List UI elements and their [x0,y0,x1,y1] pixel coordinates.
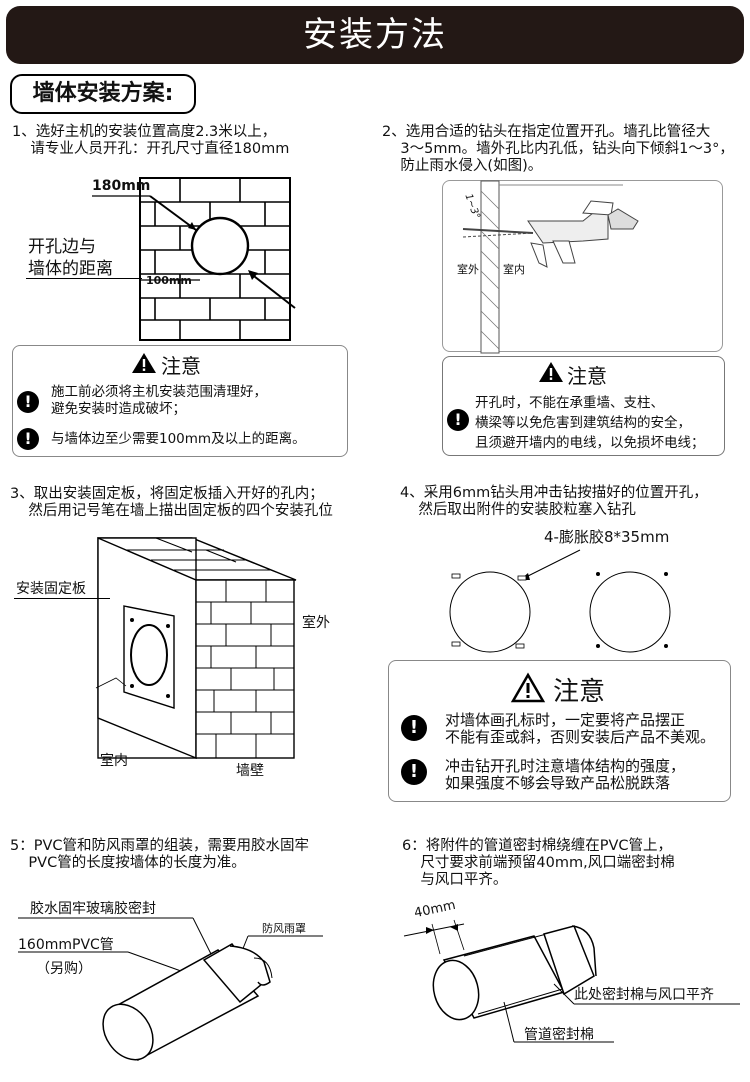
glue-label: 胶水固牢玻璃胶密封 [30,901,156,917]
pipe-label: 160mmPVC管 [18,937,114,953]
edge-distance-label: 开孔边与 墙体的距离 [28,237,113,279]
notice-title: 注意 [161,354,201,378]
page-title: 安装方法 [303,15,447,55]
inside-label: 室内 [503,263,525,276]
wall-block-illustration [95,536,297,760]
step6-text: 6：将附件的管道密封棉绕缠在PVC管上， 尺寸要求前端预留40mm,风口端密封棉… [402,838,675,888]
anchor-holes-illustration [449,549,671,653]
edge-distance-line [26,278,142,279]
exclamation-icon: ! [401,715,427,741]
notice-box-2: 注意 ! 开孔时，不能在承重墙、支柱、 横梁等以免危害到建筑结构的安全， 且须避… [442,356,725,456]
step1-text: 1、选好主机的安装位置高度2.3米以上， 请专业人员开孔：开孔尺寸直径180mm [12,124,290,157]
seal-label: 管道密封棉 [524,1027,594,1043]
inside-label: 室内 [100,753,128,769]
distance-label: 100mm [146,274,192,287]
anchor-label: 4-膨胀胶8*35mm [544,528,670,546]
drilling-illustration [462,180,639,354]
pvc-pipe-illustration [18,917,323,1062]
warning-triangle-icon [538,361,564,387]
notice-title: 注意 [553,677,606,707]
step1-wall-diagram [139,177,296,341]
outside-label: 室外 [302,615,330,631]
outside-label: 室外 [457,263,479,276]
exclamation-icon: ! [17,391,39,413]
step4-text: 4、采用6mm钻头用冲击钻按描好的位置开孔， 然后取出附件的安装胶粒塞入钻孔 [400,485,708,518]
seal-pipe-illustration [403,919,740,1043]
exclamation-icon: ! [447,409,469,431]
pipe-note: （另购） [36,961,92,977]
step3-text: 3、取出安装固定板，将固定板插入开好的孔内； 然后用记号笔在墙上描出固定板的四个… [10,486,333,519]
plate-pointer [14,598,110,599]
notice-item: 开孔时，不能在承重墙、支柱、 横梁等以免危害到建筑结构的安全， 且须避开墙内的电… [475,395,705,451]
warning-triangle-icon [131,352,157,378]
notice-box-3: 注意 ! 对墙体画孔标时，一定要将产品摆正 不能有歪或斜，否则安装后产品不美观。… [388,660,731,802]
cover-label: 防风雨罩 [262,922,306,935]
notice-title: 注意 [567,364,607,388]
header-bar: 安装方法 [6,6,744,64]
exclamation-icon: ! [401,759,427,785]
drilling-photo-frame: 1~3° 室外 室内 [442,180,723,354]
notice-box-1: 注意 ! 施工前必须将主机安装范围清理好， 避免安装时造成破坏； ! 与墙体边至… [12,345,348,457]
wall-label: 墙壁 [236,763,264,779]
flush-label: 此处密封棉与风口平齐 [574,987,714,1003]
diameter-pointer [92,195,197,231]
notice-item: 与墙体边至少需要100mm及以上的距离。 [51,431,306,447]
exclamation-icon: ! [17,428,39,450]
notice-item: 施工前必须将主机安装范围清理好， 避免安装时造成破坏； [51,384,267,417]
section-title: 墙体安装方案: [10,74,196,114]
notice-item: 冲击钻开孔时注意墙体结构的强度， 如果强度不够会导致产品松脱跌落 [445,757,686,792]
warning-triangle-icon [510,672,546,707]
step5-text: 5：PVC管和防风雨罩的组装，需要用胶水固牢 PVC管的长度按墙体的长度为准。 [10,838,310,871]
diameter-label: 180mm [92,178,151,194]
step2-text: 2、选用合适的钻头在指定位置开孔。墙孔比管径大 3～5mm。墙外孔比内孔低，钻头… [382,124,734,174]
notice-item: 对墙体画孔标时，一定要将产品摆正 不能有歪或斜，否则安装后产品不美观。 [445,711,716,746]
plate-label: 安装固定板 [16,581,86,597]
